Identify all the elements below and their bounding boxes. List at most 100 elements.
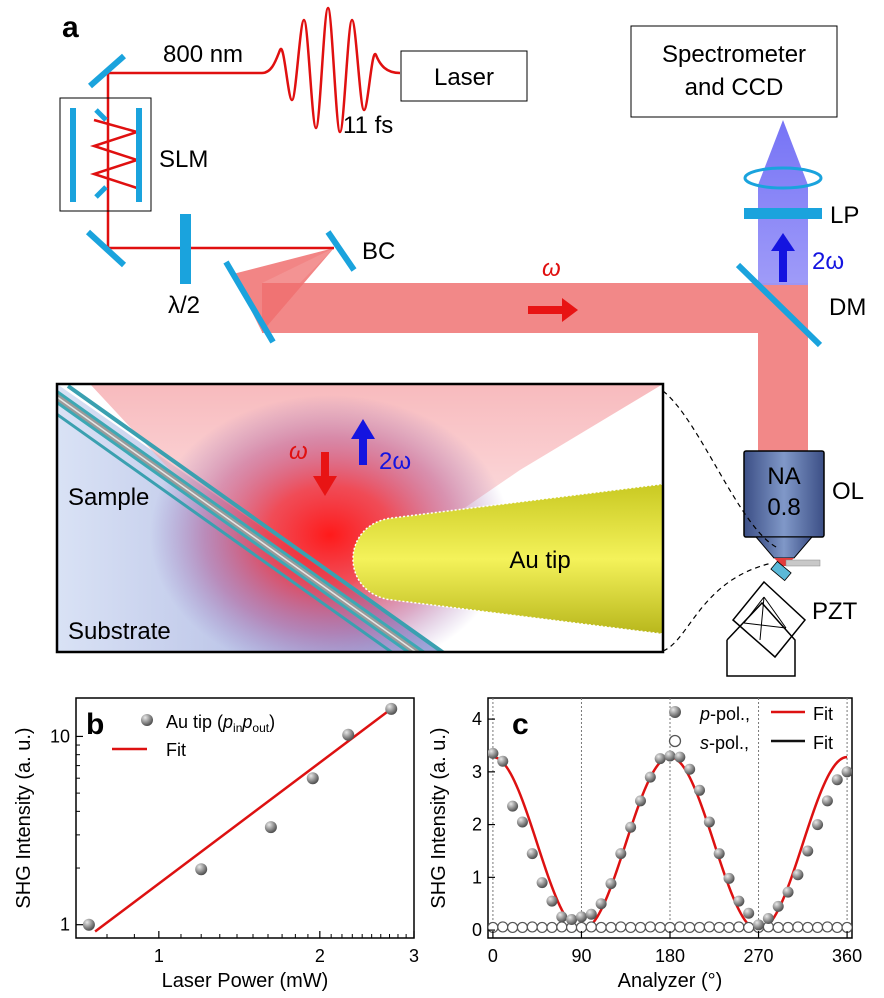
bc-cone-light (262, 248, 334, 283)
y-tick-label-b: 10 (50, 726, 70, 746)
bc-mirror (325, 230, 357, 272)
ol-label: OL (832, 478, 864, 505)
s-pol-point (506, 921, 519, 934)
x-tick-label-c: 360 (832, 946, 862, 966)
panel-c-ylabel: SHG Intensity (a. u.) (428, 727, 450, 908)
panel-b-legend: Au tip (pinpout) Fit (112, 712, 275, 760)
data-point-b (195, 863, 208, 876)
p-pol-point (497, 755, 509, 767)
p-pol-point (684, 763, 696, 775)
panel-b-frame (75, 697, 415, 939)
legend-b-sub2: out (252, 721, 269, 735)
p-pol-point (615, 848, 627, 860)
s-pol-point (634, 921, 647, 934)
dm-label: DM (829, 294, 866, 321)
x-tick-label-b: 3 (409, 946, 419, 966)
s-pol-point (703, 921, 715, 933)
small-tip (785, 559, 821, 567)
p-pol-point (694, 784, 706, 796)
mirror-top-left (88, 53, 126, 89)
p-pol-point (507, 800, 519, 812)
na-label-line2: 0.8 (767, 494, 800, 521)
y-tick-label-c: 3 (472, 762, 482, 782)
inset-frame (55, 382, 665, 654)
s-pol-point (831, 921, 843, 934)
p-pol-point (703, 816, 715, 828)
objective-lens: NA 0.8 (743, 450, 825, 566)
legend-c-p-fit: Fit (813, 704, 833, 724)
small-sample (770, 560, 792, 582)
inset: Au tip Sample Substrate ω 2ω (57, 384, 663, 652)
wavelength-label: 800 nm (163, 41, 243, 68)
s-pol-point (772, 921, 784, 934)
p-pol-point (488, 747, 499, 759)
panel-c-legend: p-pol., Fit s-pol., Fit (668, 704, 833, 753)
p-pol-point (743, 907, 755, 919)
p-pol-point (723, 872, 735, 884)
x-tick-label-b: 2 (315, 946, 325, 966)
s-pol-point (693, 921, 706, 934)
legend-c-p: p (699, 704, 710, 724)
laser-label: Laser (434, 64, 494, 91)
y-tick-label-c: 0 (472, 920, 482, 940)
legend-open-circle-c (668, 734, 682, 748)
data-point-b (342, 728, 355, 741)
spectrometer-line1: Spectrometer (662, 41, 806, 68)
panel-b-ylabel: SHG Intensity (a. u.) (13, 727, 35, 908)
halfwave-label: λ/2 (168, 292, 200, 319)
y-tick-label-c: 2 (472, 815, 482, 835)
inset-omega-label: ω (289, 438, 308, 465)
y-tick-label-c: 1 (472, 867, 482, 887)
data-point-b (306, 772, 319, 785)
s-pol-point (664, 921, 676, 934)
inset-sample-label: Sample (68, 484, 149, 511)
x-tick-label-c: 270 (744, 946, 774, 966)
panel-c-marks (488, 747, 852, 934)
s-pol-point (585, 921, 597, 933)
p-pol-point (654, 753, 666, 765)
slm-box: SLM (59, 97, 208, 212)
slm-label: SLM (159, 146, 208, 173)
pulse-label: 11 fs (343, 112, 393, 139)
two-omega-arrow (771, 233, 795, 282)
y-tick-label-b: 1 (60, 915, 70, 935)
s-pol-point (595, 921, 607, 934)
s-pol-point (684, 921, 696, 934)
s-pol-point (782, 921, 794, 934)
p-pol-point (713, 848, 725, 860)
na-label-line1: NA (767, 463, 800, 490)
inset-substrate-label: Substrate (68, 618, 171, 645)
legend-b-p2: p (241, 712, 252, 732)
panel-c-xlabel: Analyzer (°) (618, 970, 723, 992)
p-pol-point (802, 845, 814, 857)
s-pol-point (723, 921, 735, 934)
data-point-b (264, 821, 277, 834)
p-pol-point (841, 766, 852, 778)
x-tick-label-c: 180 (655, 946, 685, 966)
s-pol-point (713, 921, 725, 934)
p-pol-point (831, 774, 843, 786)
s-pol-point (536, 921, 548, 934)
omega-label: ω (542, 255, 561, 282)
main-beam (233, 120, 808, 453)
bc-label: BC (362, 238, 395, 265)
mirror-bottom-left (85, 229, 127, 268)
legend-b-fit: Fit (166, 740, 186, 760)
s-pol-point (792, 921, 804, 933)
lp-filter (744, 208, 822, 219)
legend-c-p-rest: -pol., (710, 704, 750, 724)
legend-c-p-entry: p-pol., (699, 704, 750, 724)
s-pol-point (644, 921, 656, 933)
s-pol-point (575, 921, 588, 934)
halfwave-plate (180, 214, 191, 284)
blue-beam (758, 120, 808, 285)
laser-path (89, 6, 401, 250)
s-pol-point (811, 921, 824, 934)
data-point-b (82, 918, 95, 931)
s-pol-point (516, 921, 529, 934)
p-pol-point (575, 911, 587, 923)
legend-b-p1: p (222, 712, 233, 732)
